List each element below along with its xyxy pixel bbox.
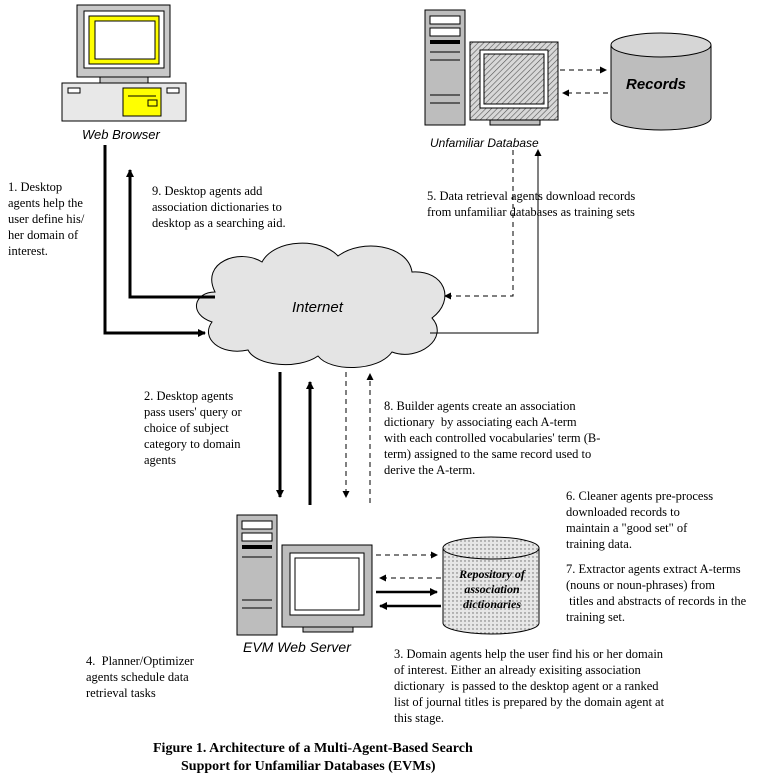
step-6-note: 6. Cleaner agents pre-process downloaded…: [566, 489, 714, 551]
step-4-note: 4. Planner/Optimizer agents schedule dat…: [86, 654, 194, 700]
repository-cylinder-icon: [442, 536, 540, 635]
web-browser-computer-icon: [61, 4, 187, 122]
evm-server-icon: [236, 514, 373, 636]
step-9-note: 9. Desktop agents add association dictio…: [152, 184, 286, 230]
step-7-note: 7. Extractor agents extract A-terms (nou…: [566, 562, 747, 624]
records-cylinder-icon: [610, 32, 712, 131]
browser-to-internet-arrow: [103, 145, 206, 337]
step-2-note: 2. Desktop agents pass users' query or c…: [144, 389, 242, 467]
internet-to-database-arrow: [430, 149, 542, 334]
internet-to-browser-arrow: [126, 169, 215, 299]
internet-cloud: [195, 242, 446, 368]
web-browser-label: Web Browser: [82, 127, 160, 142]
step-8-note: 8. Builder agents create an association …: [384, 399, 601, 477]
figure-caption: Figure 1. Architecture of a Multi-Agent-…: [153, 741, 473, 774]
step-5-note: 5. Data retrieval agents download record…: [427, 189, 636, 219]
records-label: Records: [626, 76, 687, 93]
step-1-note: 1. Desktop agents help the user define h…: [8, 180, 85, 258]
unfamiliar-database-label: Unfamiliar Database: [430, 136, 539, 150]
database-server-icon: [424, 9, 559, 126]
repository-label: Repository of association dictionaries: [459, 567, 525, 611]
step-3-note: 3. Domain agents help the user find his …: [394, 647, 665, 725]
database-to-internet-arrow: [444, 150, 514, 300]
evm-server-label: EVM Web Server: [243, 639, 351, 655]
internet-label: Internet: [292, 299, 343, 316]
